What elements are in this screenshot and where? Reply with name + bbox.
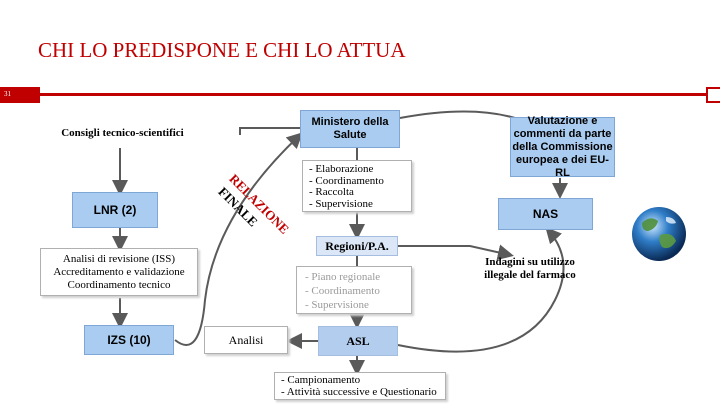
task-item: - Raccolta [309,186,354,198]
globe-icon [632,207,686,261]
arrow-ministero-valutazione [399,110,516,119]
slide-number-tab: 31 [0,87,40,103]
arrow-asl-indagini [397,227,565,353]
task-item: - Supervisione [305,299,369,311]
task-item: Coordinamento tecnico [67,279,171,291]
task-item: - Piano regionale [305,271,381,283]
asl-task-list: - Campionamento - Attività successive e … [274,372,446,400]
node-analisi: Analisi [204,326,288,354]
task-item: Accreditamento e validazione [53,266,185,278]
node-indagini: Indagini su utilizzo illegale del farmac… [484,256,576,281]
node-asl: ASL [318,326,398,356]
node-valutazione: Valutazione e commenti da parte della Co… [510,115,615,179]
regioni-task-list: - Piano regionale - Coordinamento - Supe… [296,266,412,314]
ministero-task-list: - Elaborazione - Coordinamento - Raccolt… [302,160,412,212]
arrow-ministero-consigli [239,127,300,135]
task-item: - Elaborazione [309,163,374,175]
page-title: CHI LO PREDISPONE E CHI LO ATTUA [38,38,406,62]
node-nas: NAS [498,198,593,230]
arrow-relazione-finale [174,132,303,346]
task-item: - Attività successive e Questionario [281,385,437,398]
task-item: - Coordinamento [305,285,380,297]
task-item: - Campionamento [281,374,361,386]
node-izs: IZS (10) [84,325,174,355]
node-ministero: Ministero della Salute [300,110,400,148]
iss-task-list: Analisi di revisione (ISS) Accreditament… [40,248,198,296]
node-regioni: Regioni/P.A. [316,236,398,256]
header-divider [40,93,706,96]
header-bracket [706,87,720,103]
node-lnr: LNR (2) [72,192,158,228]
slide-number: 31 [4,90,11,98]
task-item: - Coordinamento [309,174,384,187]
task-item: Analisi di revisione (ISS) [62,253,176,265]
task-item: - Supervisione [309,197,373,210]
arrow-regioni-indagini [398,244,514,261]
node-consigli: Consigli tecnico-scientifici [61,127,184,139]
